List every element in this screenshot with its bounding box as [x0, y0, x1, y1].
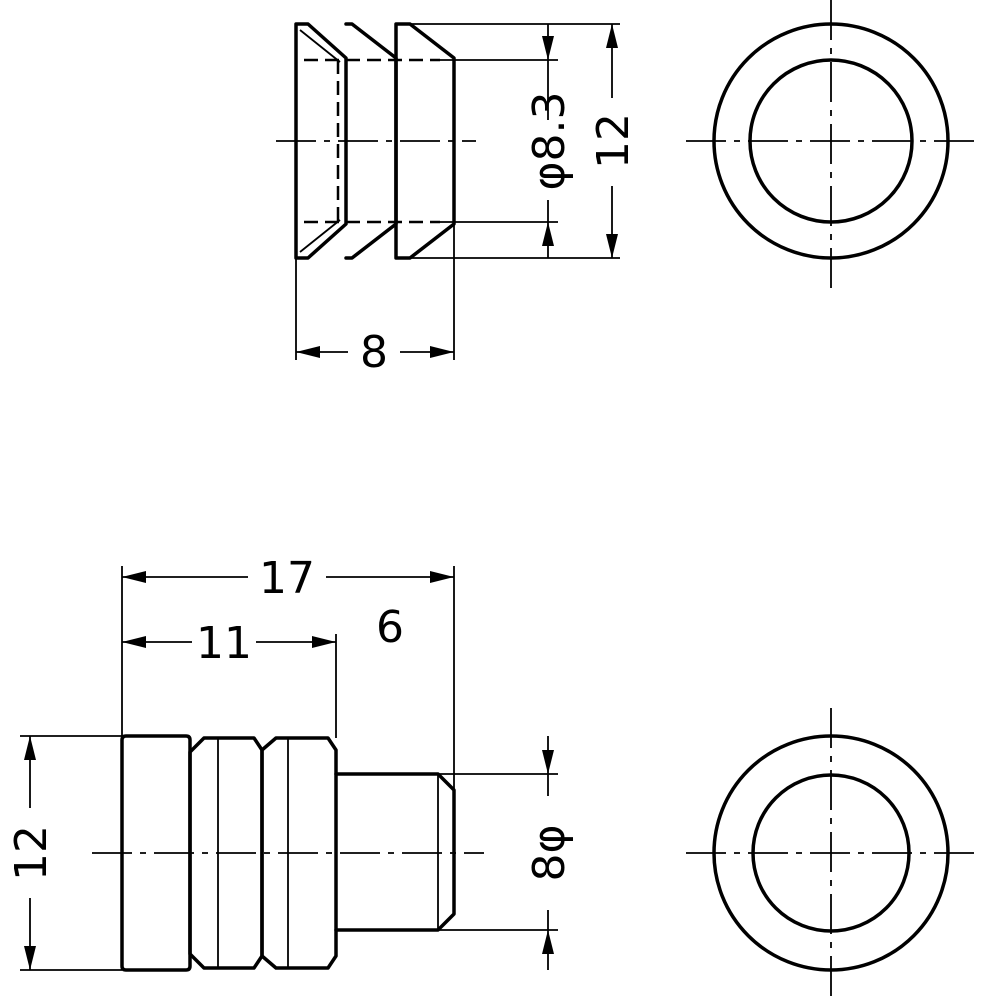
bottom-stem — [334, 772, 456, 932]
top-inner-edge-1 — [299, 29, 341, 63]
top-end-view — [686, 0, 976, 288]
arrow-8-left — [296, 346, 320, 358]
dim-label-6: 6 — [376, 602, 404, 653]
arrow-stem-bottom — [542, 930, 554, 954]
bottom-end-view — [686, 708, 976, 1000]
dim-label-17: 17 — [259, 553, 315, 604]
bottom-head — [120, 734, 192, 972]
dim-label-bottom-12: 12 — [6, 825, 57, 881]
bottom-rib-3 — [260, 736, 338, 970]
top-inner-edge-2 — [299, 219, 341, 253]
top-side-view: φ8.3 12 8 — [276, 22, 639, 378]
arrow-17-right — [430, 571, 454, 583]
dim-label-top-12: 12 — [588, 113, 639, 169]
arrow-12-top-b — [606, 234, 618, 258]
arrow-phi83-bottom — [542, 222, 554, 246]
arrow-11-right — [312, 636, 336, 648]
dim-label-phi83: φ8.3 — [524, 92, 575, 191]
arrow-11-left — [122, 636, 146, 648]
dim-label-11: 11 — [196, 618, 252, 669]
arrow-12-bottom-b — [24, 946, 36, 970]
bottom-side-view: 17 11 6 12 8φ — [6, 553, 575, 972]
arrow-phi83-top — [542, 36, 554, 60]
arrow-12-top-a — [606, 24, 618, 48]
arrow-8-right — [430, 346, 454, 358]
dim-label-top-8: 8 — [360, 327, 388, 378]
dim-label-stem-8phi: 8φ — [524, 824, 575, 881]
arrow-12-bottom-a — [24, 736, 36, 760]
arrow-17-left — [122, 571, 146, 583]
arrow-stem-top — [542, 750, 554, 774]
